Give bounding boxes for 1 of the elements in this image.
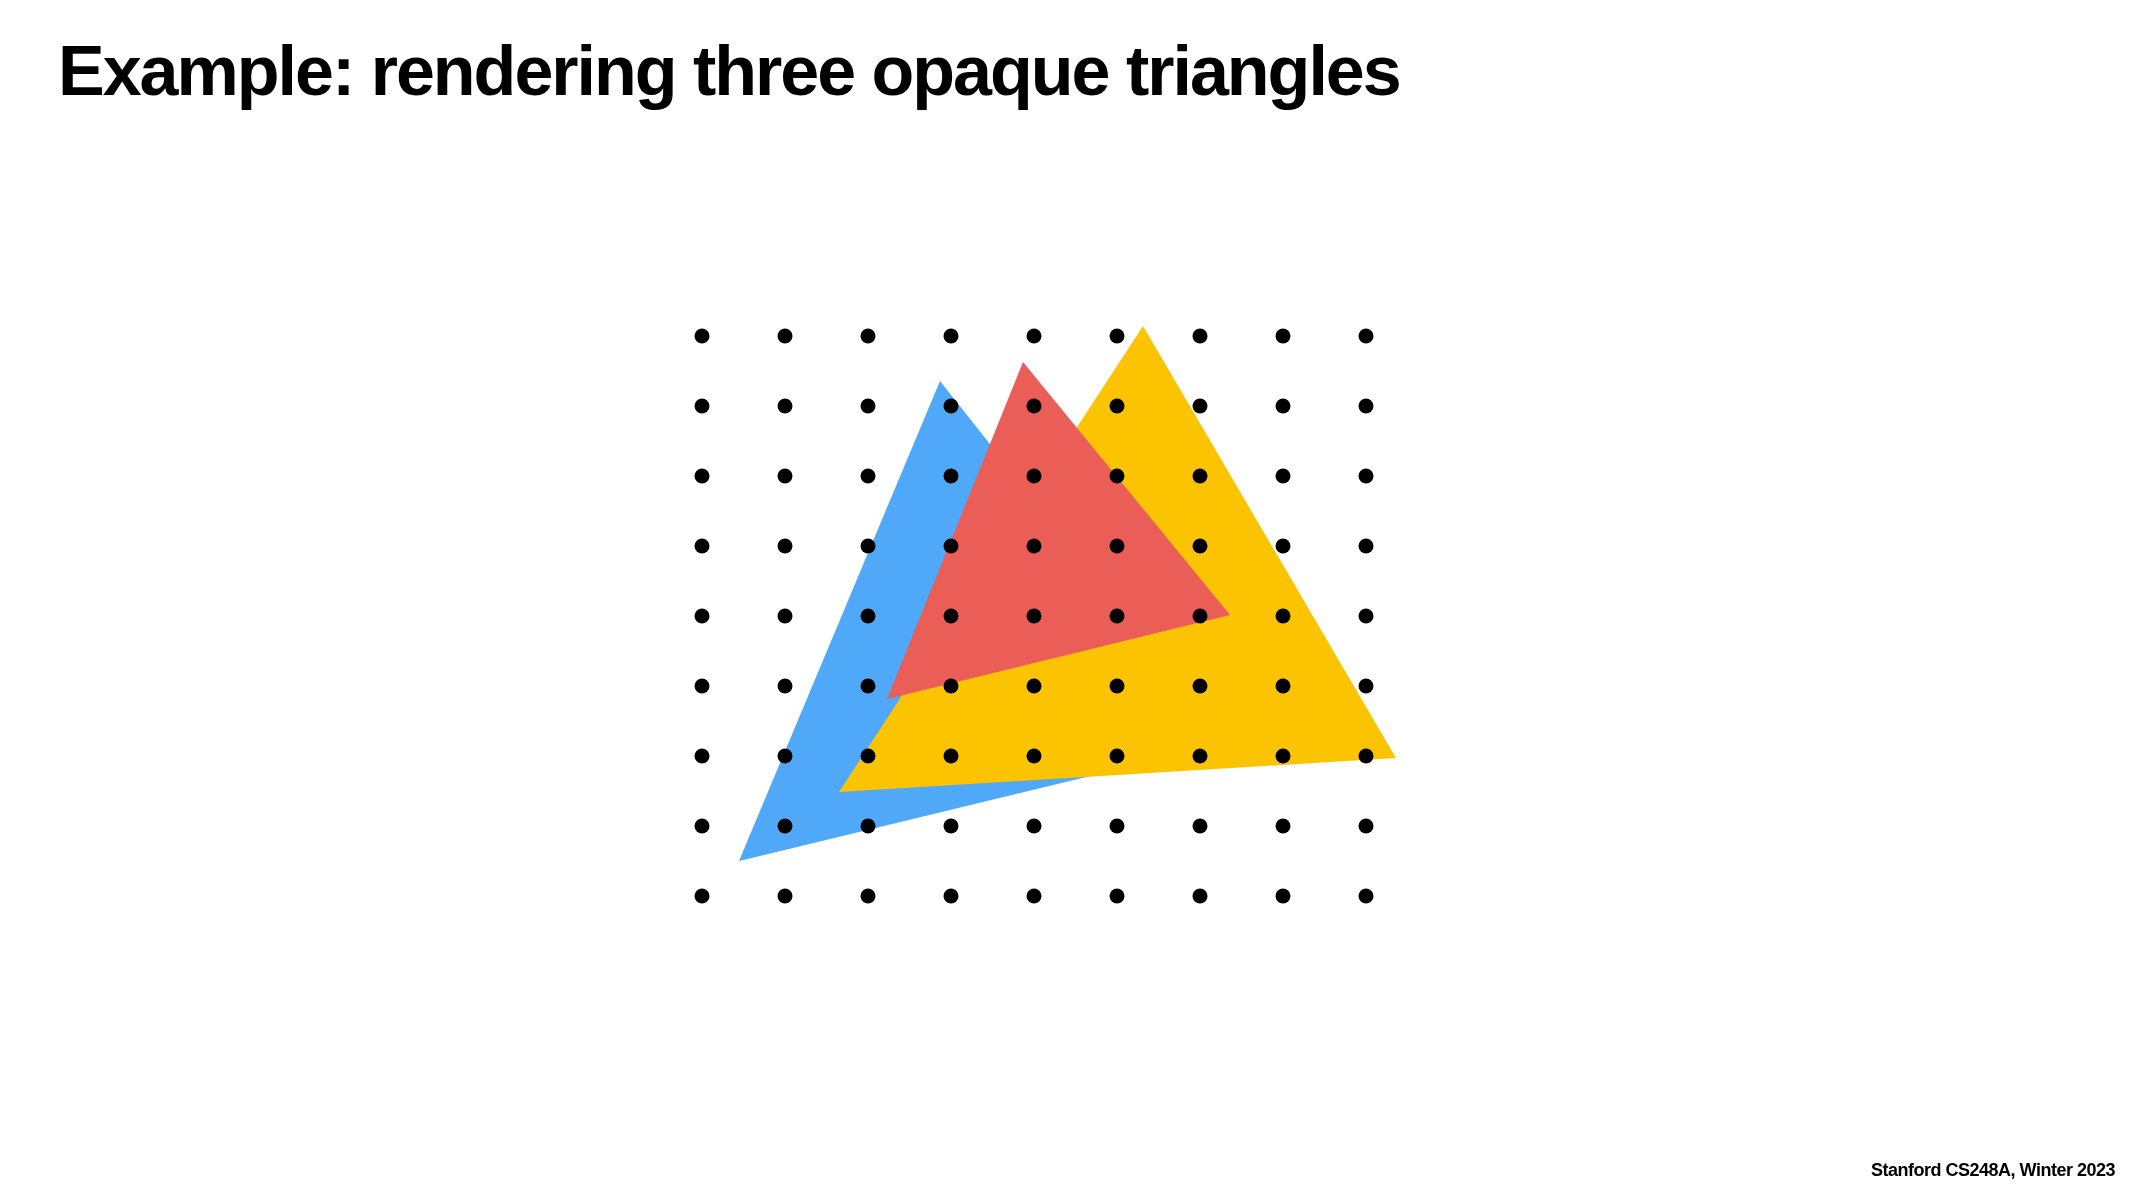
footer-note: Stanford CS248A, Winter 2023 [1871, 1159, 2115, 1182]
